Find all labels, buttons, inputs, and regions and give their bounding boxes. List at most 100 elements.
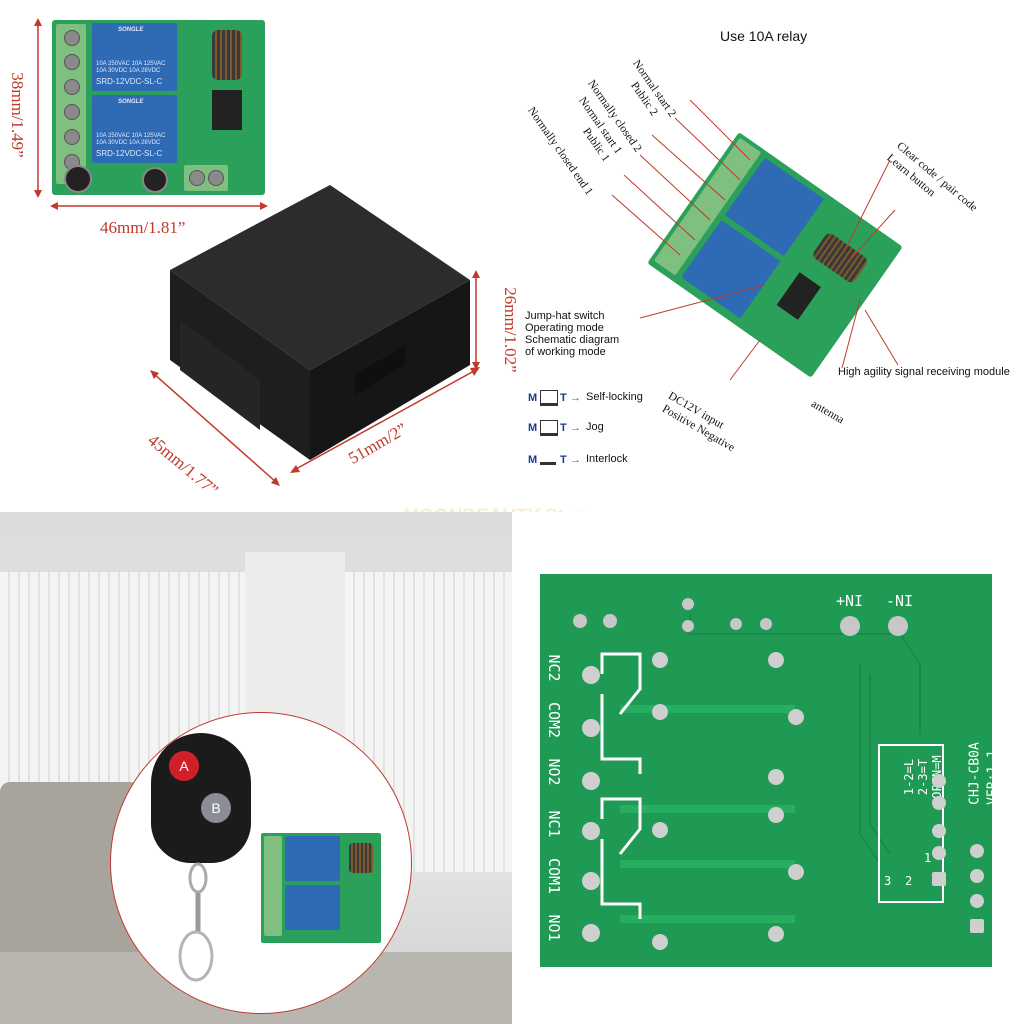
button-b-label: B bbox=[211, 800, 221, 816]
box-height-arrow bbox=[472, 270, 480, 370]
antenna-coil bbox=[212, 30, 242, 80]
diagram-panel: Use 10A relay Normal start 2 Public 2 No… bbox=[520, 0, 1024, 500]
leader-lines bbox=[611, 99, 899, 381]
header-pad bbox=[932, 824, 946, 838]
relay-pad bbox=[768, 807, 784, 823]
mode-line-1: 1-2=L bbox=[902, 758, 916, 796]
pad bbox=[682, 598, 694, 610]
jumper-icon bbox=[540, 390, 558, 406]
relay-rating-1: 10A 250VAC 10A 125VAC bbox=[96, 133, 166, 139]
relay-pad bbox=[582, 822, 600, 840]
relay-bottom: SONGLE 10A 250VAC 10A 125VAC 10A 30VDC 1… bbox=[92, 95, 177, 163]
relay-model: SRD-12VDC-SL-C bbox=[96, 77, 163, 86]
pad bbox=[760, 618, 772, 630]
receiver-module-label: High agility signal receiving module bbox=[838, 366, 1010, 378]
box-depth-arrow bbox=[150, 370, 280, 486]
pad-plus bbox=[840, 616, 860, 636]
relay-pad bbox=[652, 822, 668, 838]
header-pad bbox=[932, 872, 946, 886]
relay-pad bbox=[582, 772, 600, 790]
relay-rating-1: 10A 250VAC 10A 125VAC bbox=[96, 61, 166, 67]
header-pad bbox=[970, 844, 984, 858]
jump-hat-line-1: Jump-hat switch bbox=[525, 310, 605, 322]
header-pad bbox=[932, 796, 946, 810]
pin-no1: NO1 bbox=[545, 914, 563, 942]
pin-com2: COM2 bbox=[545, 701, 563, 739]
mode-label: Self-locking bbox=[586, 391, 643, 403]
ic-chip bbox=[212, 90, 242, 130]
relay-pad bbox=[768, 926, 784, 942]
header-pad bbox=[932, 846, 946, 860]
room-photo: A B bbox=[0, 512, 512, 1024]
receiver-board-photo: SONGLE 10A 250VAC 10A 125VAC 10A 30VDC 1… bbox=[52, 20, 265, 195]
small-board bbox=[261, 833, 381, 943]
mode-label: Interlock bbox=[586, 453, 628, 465]
mode-t: T bbox=[560, 392, 567, 404]
relay-pad bbox=[582, 872, 600, 890]
height-arrow bbox=[34, 18, 42, 198]
pad bbox=[573, 614, 587, 628]
pin-nc1: NC1 bbox=[545, 810, 563, 838]
diagram-title: Use 10A relay bbox=[720, 28, 808, 44]
pin-nc2: NC2 bbox=[545, 654, 563, 682]
relay-pad bbox=[788, 709, 804, 725]
minus-ni-label: -NI bbox=[886, 592, 914, 610]
mode-m: M bbox=[528, 422, 538, 434]
power-terminal bbox=[184, 165, 228, 191]
mode-jog: M T → Jog bbox=[528, 418, 678, 438]
mode-m: M bbox=[528, 454, 538, 466]
width-dimension: 46mm/1.81” bbox=[100, 218, 186, 237]
jumper-num-2: 2 bbox=[905, 874, 913, 888]
relay-top: SONGLE 10A 250VAC 10A 125VAC 10A 30VDC 1… bbox=[92, 23, 177, 91]
mode-m: M bbox=[528, 392, 538, 404]
jumper-icon bbox=[540, 420, 558, 436]
relay-pad bbox=[652, 934, 668, 950]
capacitor bbox=[64, 165, 92, 193]
relay-brand: SONGLE bbox=[118, 27, 144, 33]
jump-hat-line-2: Operating mode bbox=[525, 322, 604, 334]
relay-pad bbox=[768, 652, 784, 668]
pin-com1: COM1 bbox=[545, 857, 563, 895]
button-b: B bbox=[201, 793, 231, 823]
arrow-icon: → bbox=[570, 422, 581, 434]
button-a: A bbox=[169, 751, 199, 781]
pcb-board: +NI -NI NC2 COM2 NO2 NC1 COM1 NO1 1-2=L bbox=[540, 574, 1001, 967]
box-width-arrow bbox=[290, 367, 480, 473]
jump-hat-line-4: of working mode bbox=[525, 346, 606, 358]
black-box-photo bbox=[170, 185, 470, 460]
keyring bbox=[178, 862, 214, 982]
pin-column: NC2 COM2 NO2 NC1 COM1 NO1 bbox=[542, 654, 582, 959]
pad bbox=[682, 620, 694, 632]
relay-rating-2: 10A 30VDC 10A 28VDC bbox=[96, 68, 161, 74]
relay-pad bbox=[788, 864, 804, 880]
jump-hat-line-3: Schematic diagram bbox=[525, 334, 620, 346]
pcb-back-panel: +NI -NI NC2 COM2 NO2 NC1 COM1 NO1 1-2=L bbox=[512, 512, 1024, 1024]
jumper-num-3: 3 bbox=[884, 874, 892, 888]
remote-fob: A B bbox=[151, 733, 251, 863]
board-name: CHJ-CB0A bbox=[967, 742, 983, 805]
pad bbox=[603, 614, 617, 628]
relay-model: SRD-12VDC-SL-C bbox=[96, 149, 163, 158]
pin-no2: NO2 bbox=[545, 758, 563, 786]
header-pad bbox=[970, 894, 984, 908]
header-pad bbox=[932, 774, 946, 788]
mode-label: Jog bbox=[586, 421, 604, 433]
mode-t: T bbox=[560, 422, 567, 434]
mode-t: T bbox=[560, 454, 567, 466]
pad-minus bbox=[888, 616, 908, 636]
relay-pad bbox=[652, 652, 668, 668]
arrow-icon: → bbox=[570, 454, 581, 466]
relay-pad bbox=[768, 769, 784, 785]
mode-interlock: M T → Interlock bbox=[528, 450, 678, 470]
board-version: VER:1.1. bbox=[985, 742, 1001, 805]
jumper-num-1: 1 bbox=[924, 851, 932, 865]
plus-ni-label: +NI bbox=[836, 592, 864, 610]
box-height-dimension: 26mm/1.02” bbox=[501, 287, 520, 373]
jumper-icon bbox=[540, 456, 556, 465]
relay-brand: SONGLE bbox=[118, 99, 144, 105]
mode-line-2: 2-3=T bbox=[916, 758, 930, 796]
relay-pad bbox=[582, 924, 600, 942]
header-pad bbox=[970, 919, 984, 933]
relay-pad bbox=[652, 704, 668, 720]
relay-rating-2: 10A 30VDC 10A 28VDC bbox=[96, 140, 161, 146]
